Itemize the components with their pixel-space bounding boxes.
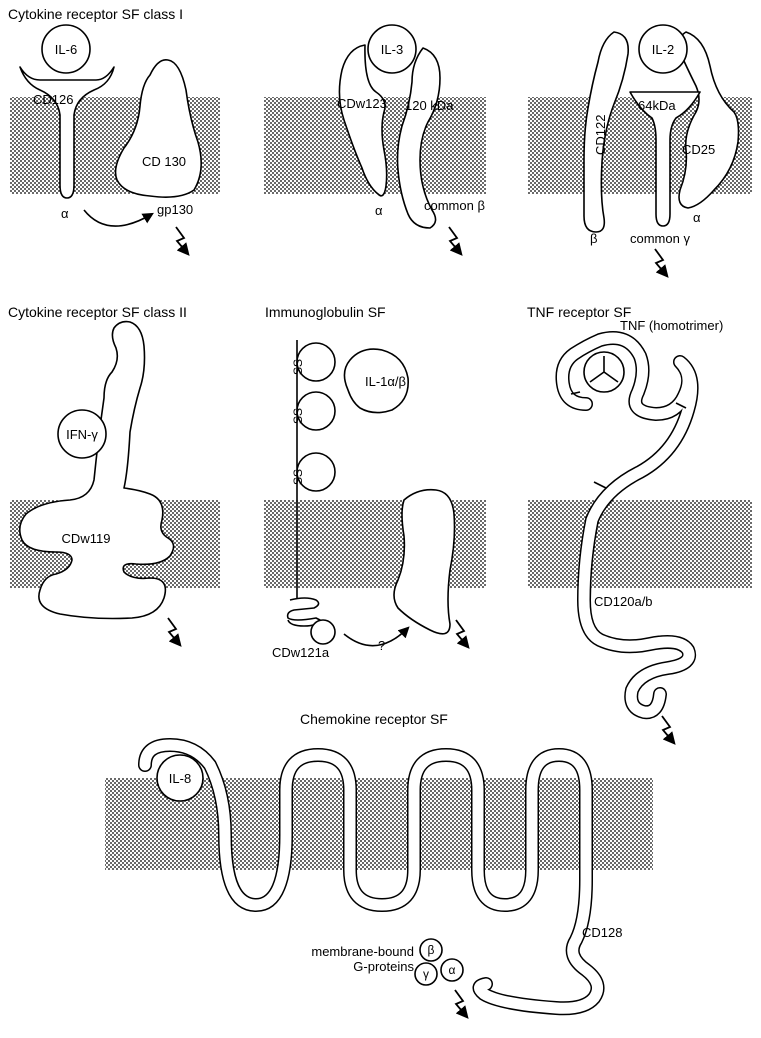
ifn-gamma-complex: IFN-γ CDw119 [20, 322, 180, 645]
il2-label: IL-2 [652, 42, 674, 57]
il2-beta-symbol: β [590, 231, 597, 246]
gp130-label: gp130 [157, 202, 193, 217]
title-class2: Cytokine receptor SF class II [8, 304, 187, 320]
cdw119-label: CDw119 [62, 531, 111, 546]
il3-signal-icon [449, 227, 461, 254]
il3-common-beta-label: common β [424, 198, 485, 213]
il2-alpha-symbol: α [693, 210, 701, 225]
tnf-label: TNF (homotrimer) [620, 318, 723, 333]
cd122-label: CD122 [593, 115, 608, 155]
cdw121a-label: CDw121a [272, 645, 330, 660]
cd130-label: CD 130 [142, 154, 186, 169]
g-protein-caption-box: membrane-bound G-proteins [300, 944, 420, 984]
ss-label-1: SS [291, 359, 305, 375]
membrane-tnf [528, 500, 752, 588]
accessory-protein [394, 490, 455, 634]
cd128-label: CD128 [582, 925, 622, 940]
kda120-label: 120 kDa [405, 98, 454, 113]
cdw121a-cytoplasmic [288, 598, 320, 626]
ss-label-2: SS [291, 408, 305, 424]
cdw121a-tail-domain [311, 620, 335, 644]
ss-label-3: SS [291, 469, 305, 485]
il6-label: IL-6 [55, 42, 77, 57]
cd25-label: CD25 [682, 142, 715, 157]
title-class1: Cytokine receptor SF class I [8, 6, 183, 22]
g-protein-beta-label: β [428, 943, 435, 957]
tnf-signal-icon [662, 716, 674, 743]
title-chemokine: Chemokine receptor SF [300, 711, 448, 727]
il6-alpha-symbol: α [61, 206, 69, 221]
il1-label: IL-1α/β [365, 374, 406, 389]
ifn-signal-icon [168, 618, 180, 645]
il3-alpha-symbol: α [375, 203, 383, 218]
title-tnf: TNF receptor SF [527, 304, 631, 320]
kda64-label: 64kDa [638, 98, 676, 113]
g-protein-gamma-label: γ [423, 967, 429, 981]
il6-signal-icon [176, 227, 188, 254]
cd120-label: CD120a/b [594, 594, 653, 609]
ig-recruit-arrow [344, 628, 408, 646]
cdw123-label: CDw123 [337, 96, 387, 111]
cd126-label: CD126 [33, 92, 73, 107]
il8-label: IL-8 [169, 771, 191, 786]
chemokine-signal-icon [455, 990, 467, 1017]
g-protein-caption: membrane-bound G-proteins [300, 944, 414, 974]
recruit-arrow [84, 210, 152, 226]
il2-complex: IL-2 CD122 64kDa CD25 β common γ α [584, 25, 739, 276]
il3-label: IL-3 [381, 42, 403, 57]
title-ig: Immunoglobulin SF [265, 304, 386, 320]
il2-common-gamma-label: common γ [630, 231, 690, 246]
il2-signal-icon [655, 249, 667, 276]
ifn-gamma-label: IFN-γ [66, 427, 98, 442]
tnf-segment-tick-3 [594, 482, 606, 488]
g-protein-alpha-label: α [449, 963, 456, 977]
ig-signal-icon [456, 620, 468, 647]
